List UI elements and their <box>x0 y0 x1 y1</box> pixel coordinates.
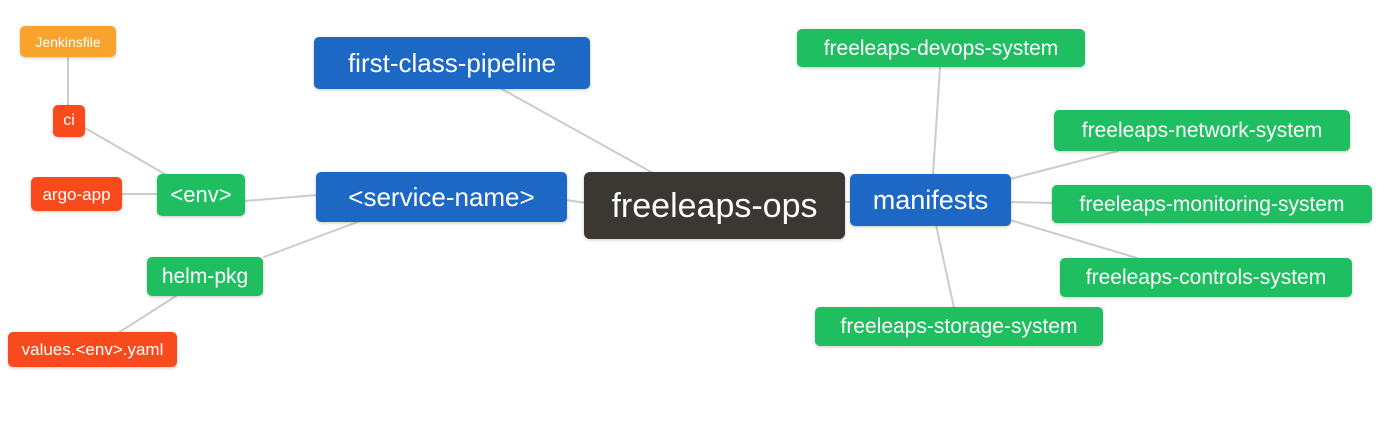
node-freeleaps-storage-system[interactable]: freeleaps-storage-system <box>815 307 1103 346</box>
node-freeleaps-controls-system[interactable]: freeleaps-controls-system <box>1060 258 1352 297</box>
edge-helm_pkg-service_name <box>263 220 361 258</box>
node-freeleaps-monitoring-system[interactable]: freeleaps-monitoring-system <box>1052 185 1372 223</box>
node-first-class-pipeline[interactable]: first-class-pipeline <box>314 37 590 89</box>
edge-ci-env <box>84 127 171 178</box>
node-freeleaps-network-system[interactable]: freeleaps-network-system <box>1054 110 1350 151</box>
node-ci[interactable]: ci <box>53 105 85 137</box>
edge-values_yaml-helm_pkg <box>117 295 177 334</box>
edge-manifests-network_system <box>1009 150 1119 180</box>
edge-manifests-storage_system <box>935 224 955 309</box>
node-helm-pkg[interactable]: helm-pkg <box>147 257 263 296</box>
node-env[interactable]: <env> <box>157 174 245 216</box>
edge-first_class_pipeline-freeleaps_ops <box>499 87 654 174</box>
node-manifests[interactable]: manifests <box>850 174 1011 226</box>
node-argo-app[interactable]: argo-app <box>31 177 122 211</box>
node-service-name[interactable]: <service-name> <box>316 172 567 222</box>
edge-manifests-devops_system <box>932 66 941 176</box>
edge-manifests-controls_system <box>1009 219 1138 259</box>
node-jenkinsfile[interactable]: Jenkinsfile <box>20 26 116 57</box>
edge-manifests-monitoring_system <box>1009 201 1054 204</box>
node-freeleaps-ops-root[interactable]: freeleaps-ops <box>584 172 845 239</box>
node-values-env-yaml[interactable]: values.<env>.yaml <box>8 332 177 367</box>
node-freeleaps-devops-system[interactable]: freeleaps-devops-system <box>797 29 1085 67</box>
edge-env-service_name <box>244 194 318 202</box>
edge-service_name-freeleaps_ops <box>565 199 587 204</box>
